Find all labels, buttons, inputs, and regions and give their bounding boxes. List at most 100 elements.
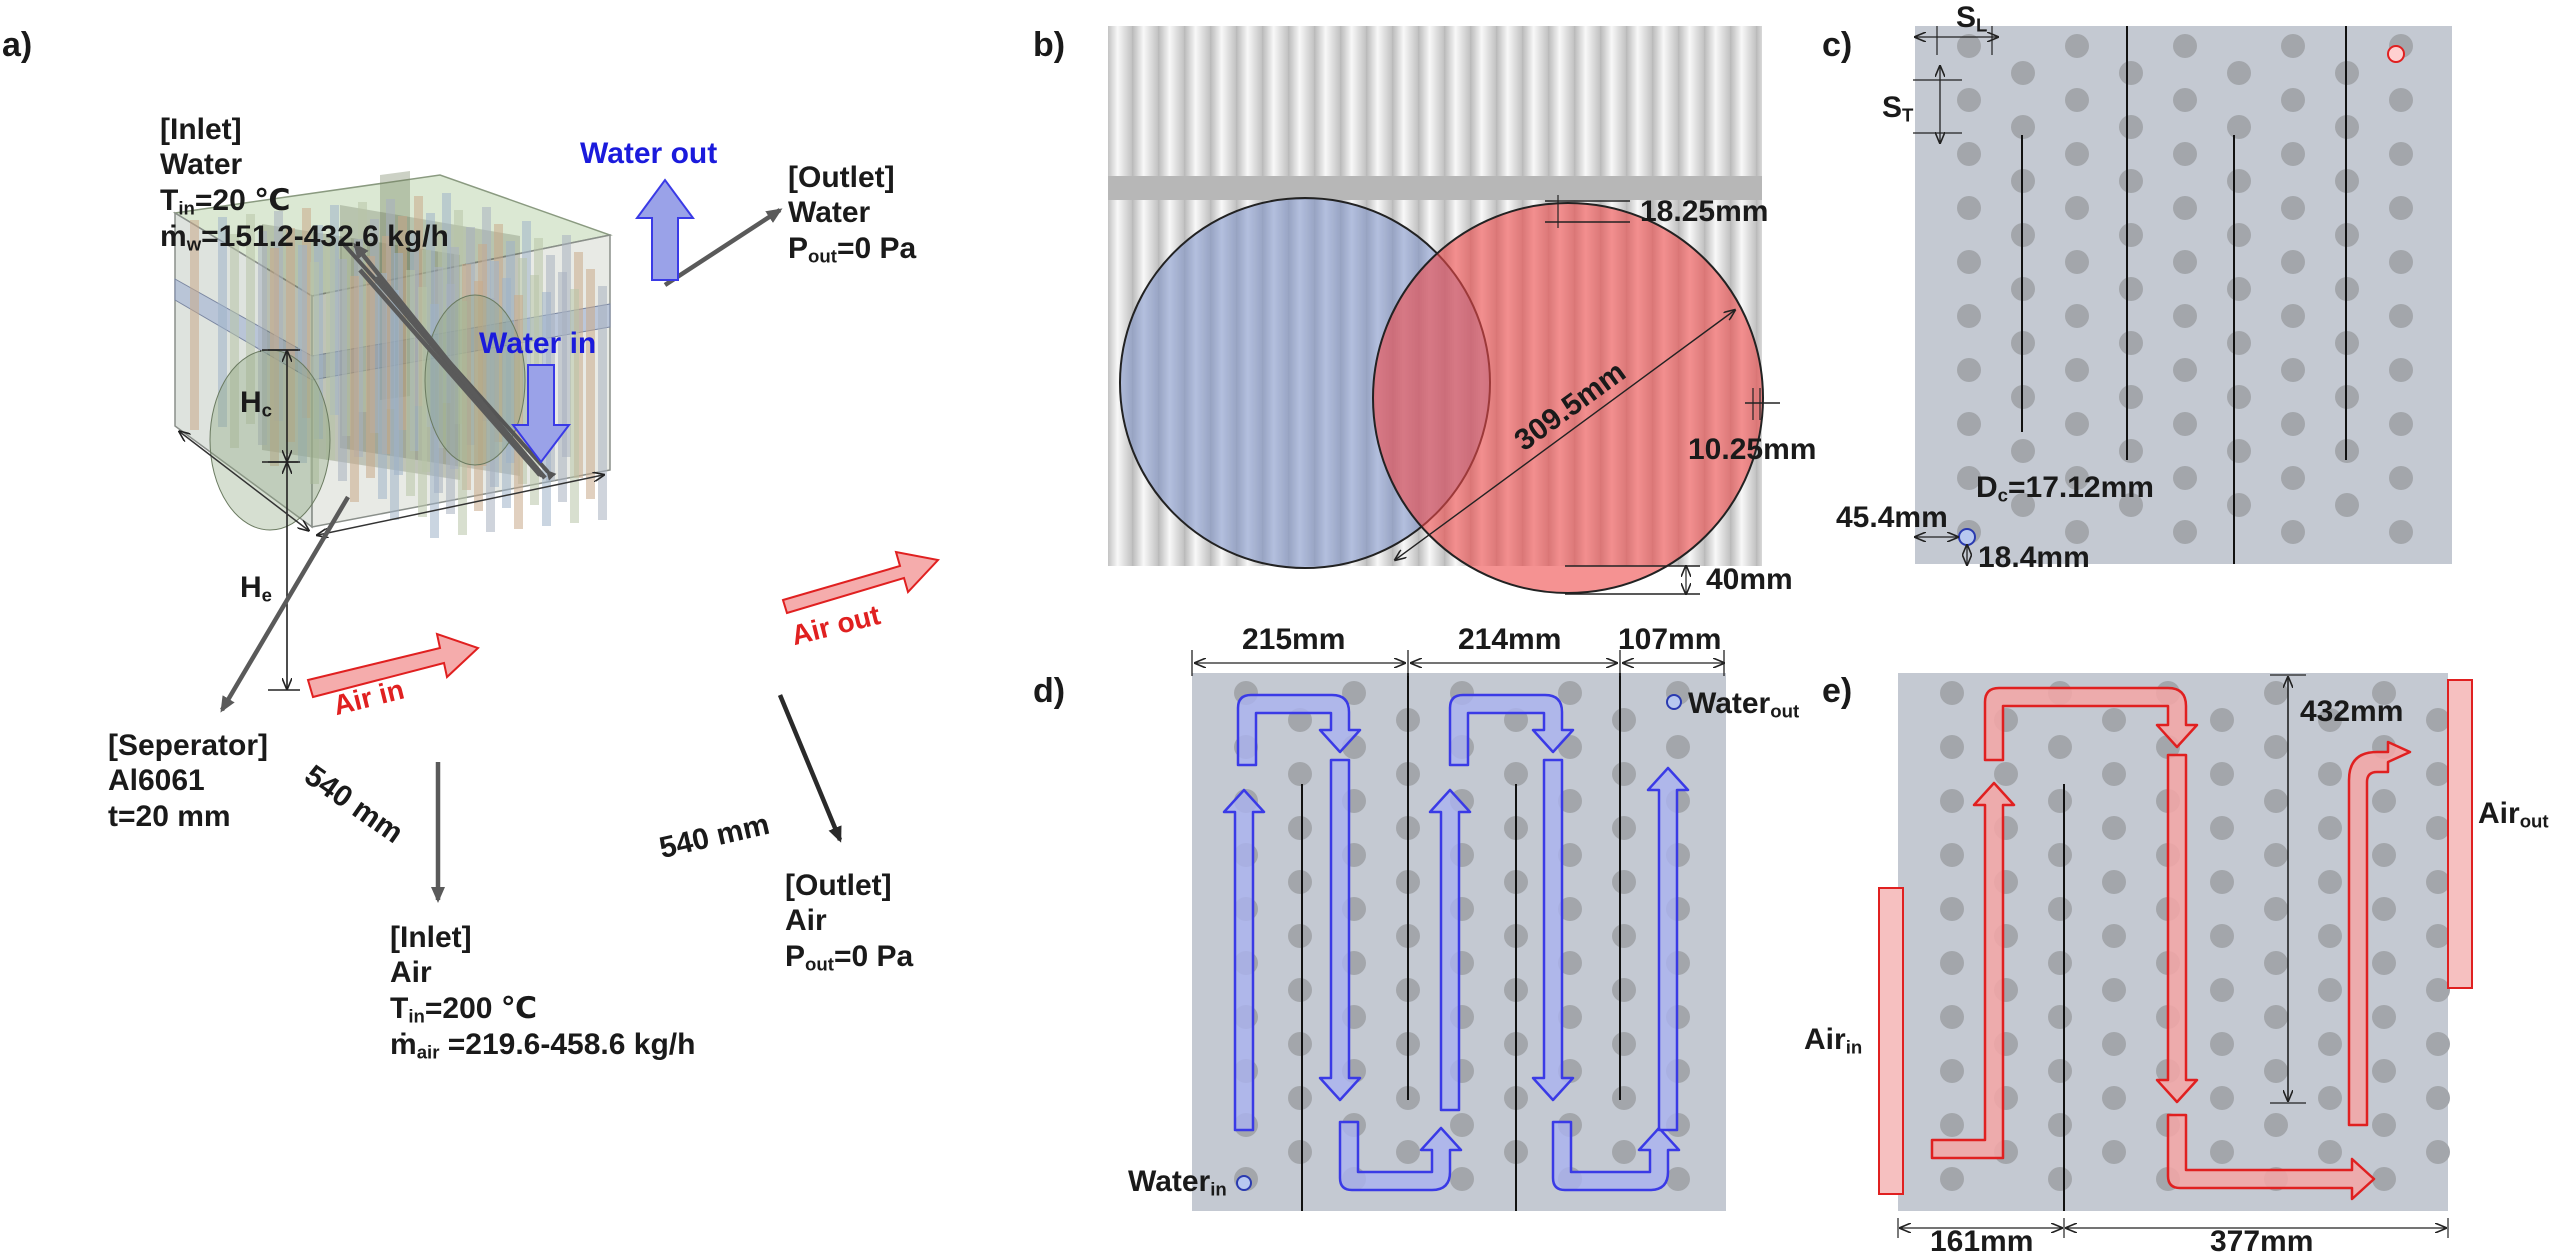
tube [390,290,399,520]
tube-hole [2281,520,2305,544]
tube-hole [1940,897,1964,921]
tube-hole [2173,142,2197,166]
tube-hole [2281,88,2305,112]
panel-letter-c: c) [1822,26,1853,64]
water-outlet-marker [1666,694,1682,710]
water-in-label-d: Waterin [1128,1165,1227,1200]
tube-hole [2318,978,2342,1002]
tube-hole [1666,735,1690,759]
tube-hole [2011,115,2035,139]
tube-hole [2389,412,2413,436]
water-out-label: Water out [580,137,718,170]
tube-hole [1288,762,1312,786]
dc-label: Dc=17.12mm [1976,471,2154,506]
tube-hole [2102,870,2126,894]
tube-hole [1666,1167,1690,1191]
tube-hole [1612,708,1636,732]
inlet-water-label: [Inlet] Water Tin=20 ℃ ṁw=151.2-432.6 kg… [160,113,449,255]
tube [514,295,523,529]
tube-hole [2048,897,2072,921]
tube-hole [1288,816,1312,840]
tube-hole [2227,223,2251,247]
separator-label: [Seperator] Al6061 t=20 mm [108,729,269,833]
tube-hole [1558,951,1582,975]
tube-hole [2210,1086,2234,1110]
air-in-label-e: Airin [1804,1023,1863,1058]
tube-hole [1504,762,1528,786]
tube-hole [2065,412,2089,436]
tube-hole [1558,681,1582,705]
tube [338,259,347,481]
tube-hole [2119,61,2143,85]
tube-hole [1612,816,1636,840]
tube-hole [2426,1140,2450,1164]
air-out-label-e: Airout [2478,797,2549,832]
tube-hole [2048,951,2072,975]
tube-hole [1450,1113,1474,1137]
tube [458,301,467,535]
tube-hole [2318,1086,2342,1110]
tube-hole [2264,1005,2288,1029]
water-in-arrow [510,364,572,464]
tube-hole [2426,1086,2450,1110]
panel-b [1108,26,1780,594]
tube-hole [2173,196,2197,220]
tube-hole [2048,1059,2072,1083]
tube-hole [2227,493,2251,517]
tube-hole [2065,520,2089,544]
tube-hole [2048,1005,2072,1029]
tube [418,287,427,517]
tube-hole [2011,493,2035,517]
tube-hole [1612,1086,1636,1110]
tube-hole [2372,1059,2396,1083]
tube-hole [1940,951,1964,975]
dim-432-label: 432mm [2300,695,2404,728]
tube-hole [2119,331,2143,355]
tube-hole [2065,142,2089,166]
tube-hole [2048,843,2072,867]
tube-hole [2173,250,2197,274]
tube [286,228,295,442]
dim-side-label: 10.25mm [1688,433,1817,466]
tube-hole [2102,1086,2126,1110]
tube-hole [2426,870,2450,894]
tube-hole [2173,520,2197,544]
tube-hole [2210,978,2234,1002]
tube-hole [2264,735,2288,759]
tube [326,242,335,460]
panel-letter-b: b) [1033,26,1066,64]
tube-hole [1558,789,1582,813]
dim-depth-line [180,432,308,530]
tube [570,289,579,523]
panel-letter-a: a) [2,26,33,64]
tube-hole [2389,142,2413,166]
panel-a-leader-lines [220,208,843,903]
tube-hole [2372,951,2396,975]
tube-hole [2281,34,2305,58]
water-out-label-d: Waterout [1688,687,1800,722]
tube-hole [2372,1113,2396,1137]
tube-hole [2281,304,2305,328]
tube [246,214,255,424]
tube-hole [2227,277,2251,301]
tube-hole [2318,1140,2342,1164]
tube-hole [2102,924,2126,948]
tube [190,220,199,430]
he-label: He [240,571,273,606]
tube-hole [1558,897,1582,921]
tube-hole [2264,789,2288,813]
tube-hole [2065,250,2089,274]
tube-hole [1558,1005,1582,1029]
tube-hole [2281,250,2305,274]
tube-hole [2281,142,2305,166]
leader-inlet-water-top [353,242,542,477]
outlet-water-label: [Outlet] Water Pout=0 Pa [788,161,917,267]
tube [406,270,415,496]
tube-hole [2102,708,2126,732]
tube-hole [2281,358,2305,382]
tube-hole [2119,385,2143,409]
tube-hole [1612,762,1636,786]
tube-hole [2065,466,2089,490]
tube-hole [1342,681,1366,705]
